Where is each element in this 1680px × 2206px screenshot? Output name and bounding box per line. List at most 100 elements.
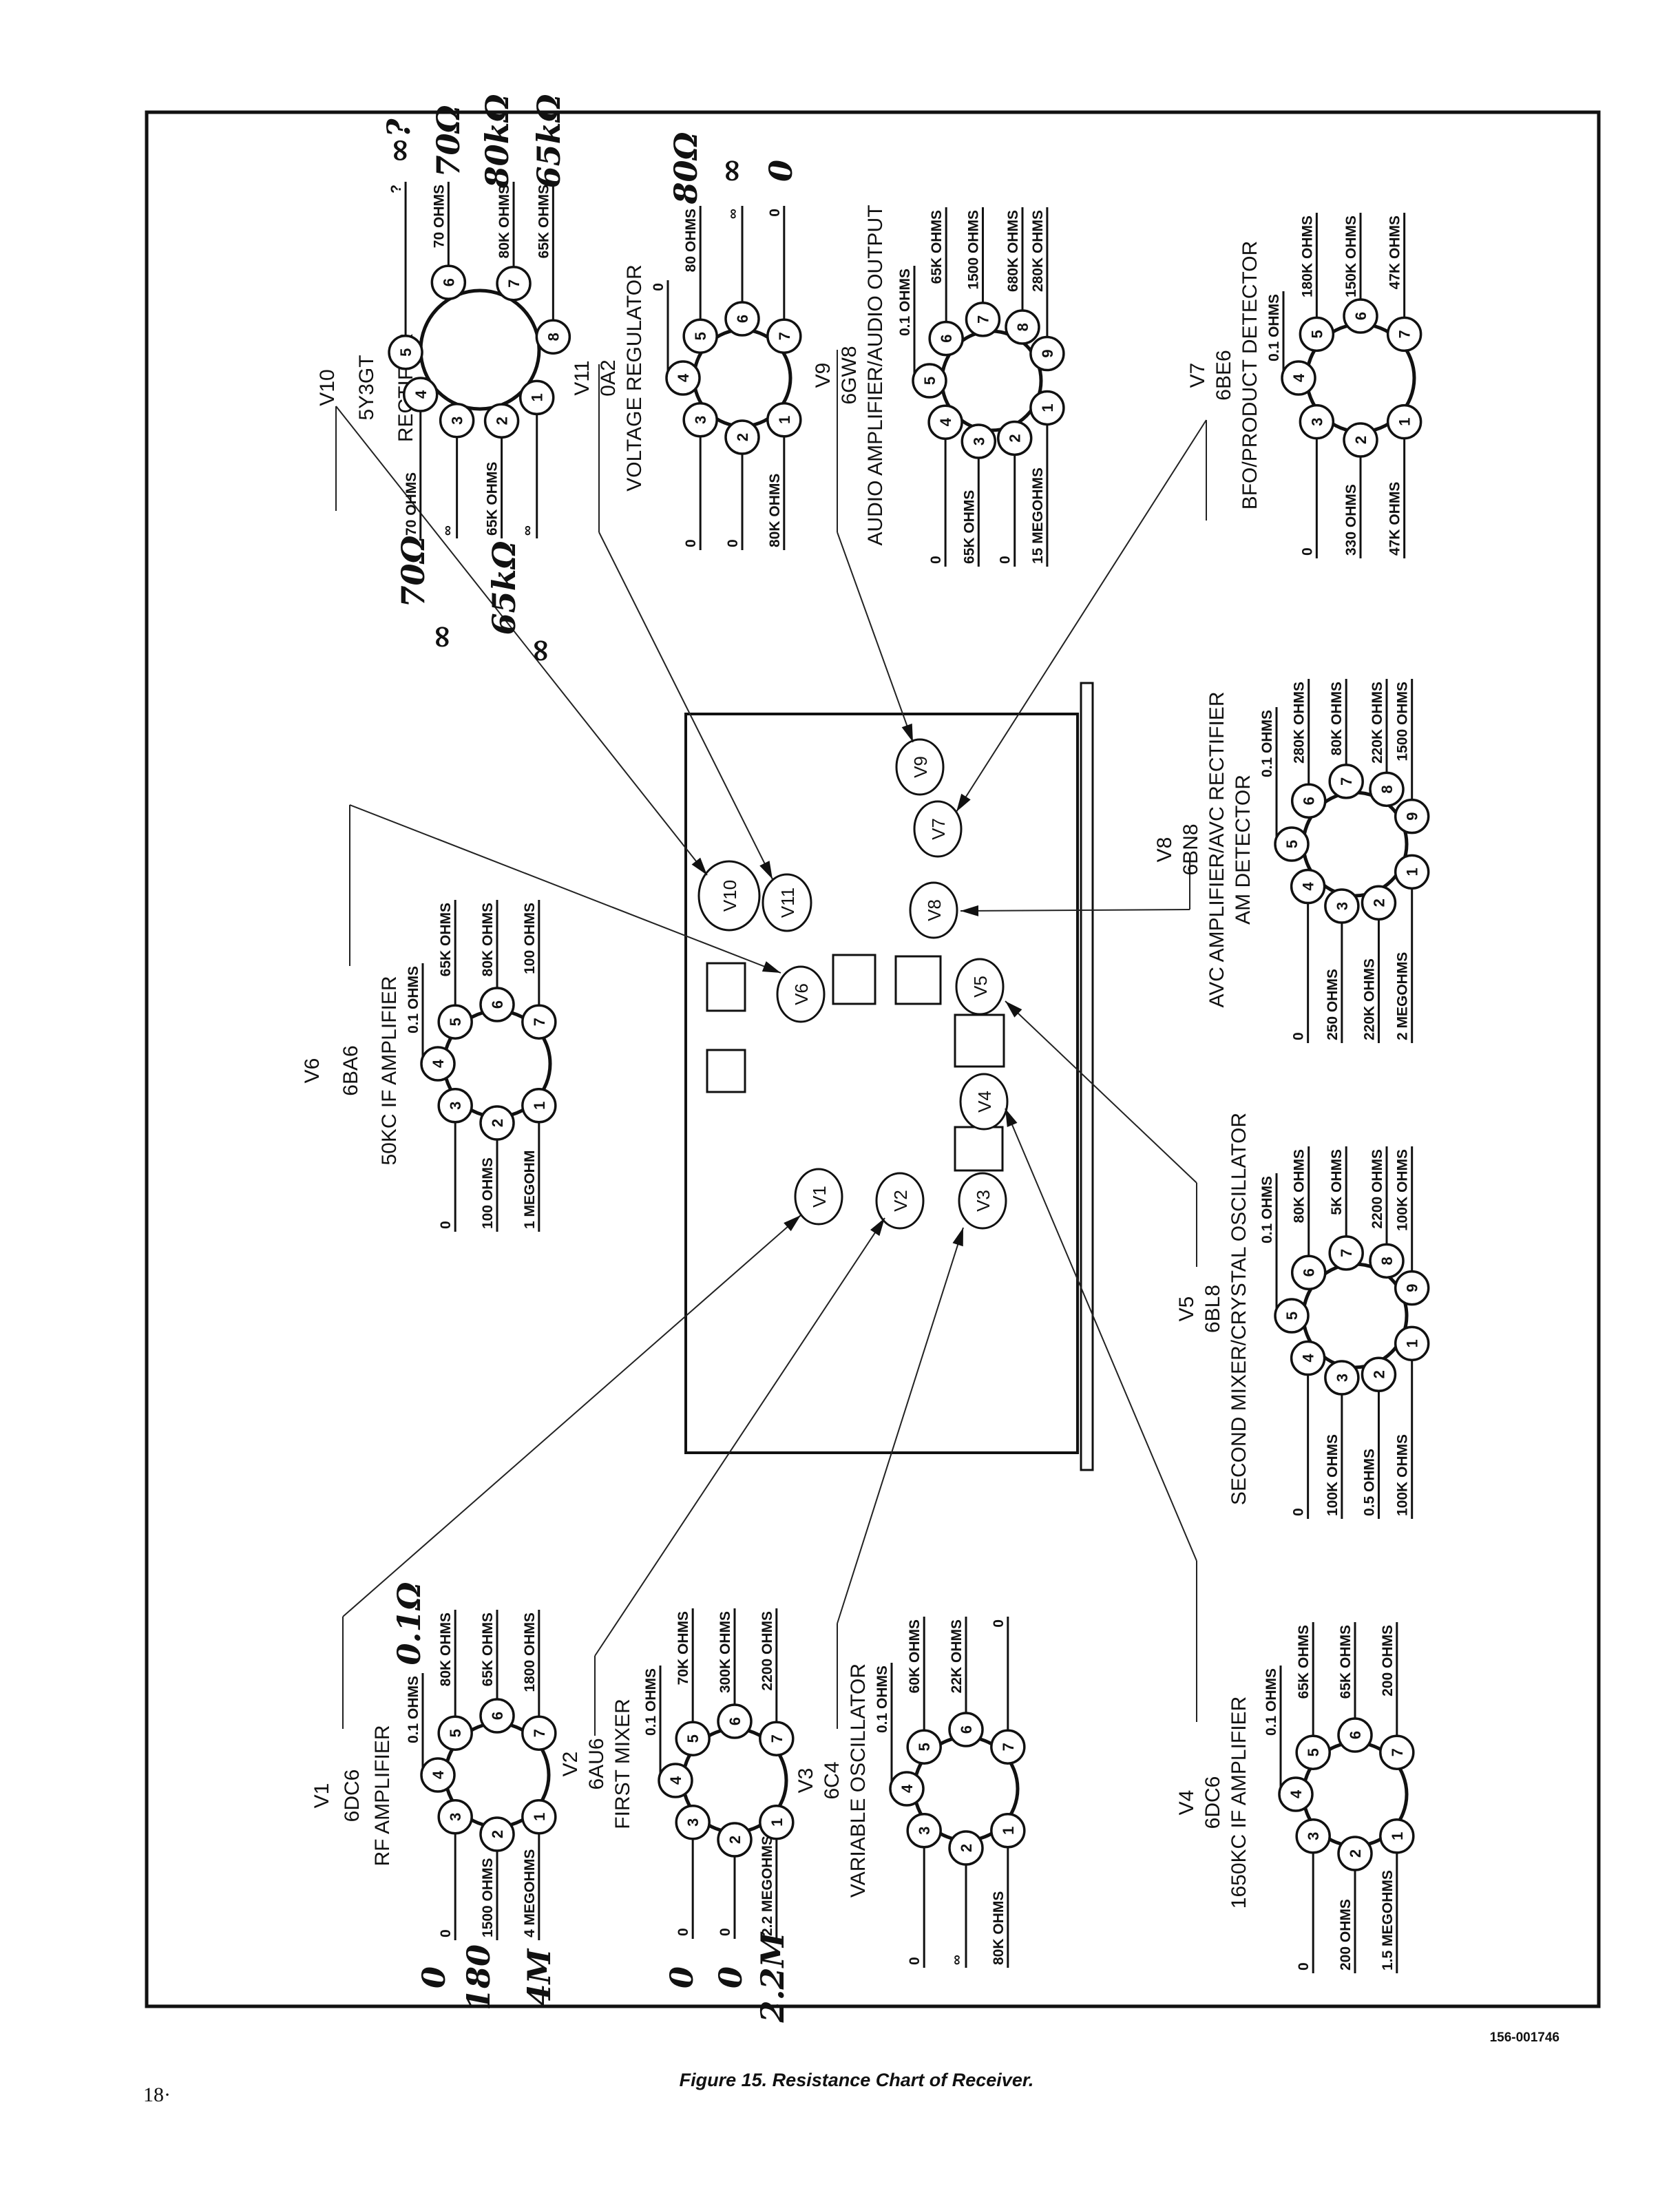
tube-type-label: 6DC6 xyxy=(341,1769,364,1822)
leader-arrow-v1 xyxy=(342,1215,801,1729)
handwritten-note: 70Ω xyxy=(430,105,467,177)
pin-2-circle xyxy=(724,419,760,455)
pin-3-resistance: 250 OHMS xyxy=(1325,969,1341,1040)
pin-2-resistance: 200 OHMS xyxy=(1338,1899,1354,1971)
drawing-number: 156-001746 xyxy=(1490,2030,1560,2045)
pin-number: 3 xyxy=(684,1818,702,1827)
pin-number: 1 xyxy=(1000,1827,1017,1835)
tube-position-circle xyxy=(895,738,945,796)
pin-number: 1 xyxy=(1389,1832,1406,1840)
pin-number: 7 xyxy=(974,315,991,324)
pin-number: 5 xyxy=(1283,840,1301,848)
pin-1-resistance: 2.2 MEGOHMS xyxy=(759,1836,775,1936)
pin-number: 2 xyxy=(958,1844,975,1852)
tube-id-label: V8 xyxy=(1153,837,1176,863)
pin-6-circle xyxy=(479,987,515,1022)
pin-number: 1 xyxy=(1039,403,1056,412)
arrowhead-icon xyxy=(952,1228,963,1247)
chassis-tube-v6: V6 xyxy=(776,965,826,1023)
pin-number: 6 xyxy=(958,1725,975,1734)
pin-number: 8 xyxy=(1014,323,1031,331)
tube-position-circle xyxy=(697,860,761,932)
pin-5-resistance: 0.1 OHMS xyxy=(1259,1176,1275,1243)
pin-6-resistance: 65K OHMS xyxy=(1338,1625,1354,1699)
arrowhead-icon xyxy=(870,1218,885,1237)
pin-number: 2 xyxy=(1352,436,1369,444)
pin-5-resistance: 0.1 OHMS xyxy=(897,269,913,336)
tube-type-label: 6BL8 xyxy=(1201,1285,1224,1333)
pin-7-circle xyxy=(1386,316,1422,353)
pin-number: 8 xyxy=(1378,1257,1396,1265)
pin-5-circle xyxy=(1295,1734,1331,1770)
pin-number: 5 xyxy=(447,1729,464,1737)
leader-line xyxy=(837,1227,964,1624)
arrowhead-icon xyxy=(784,1215,801,1232)
pin-8-resistance: 65K OHMS xyxy=(536,185,552,258)
pin-number: 6 xyxy=(938,334,955,342)
tube-position-label: V1 xyxy=(809,1186,830,1208)
pin-5-resistance: 80 OHMS xyxy=(683,209,699,272)
pin-4-resistance: 0.1 OHMS xyxy=(1263,1668,1279,1736)
pin-7-circle xyxy=(521,1715,557,1751)
pin-2-resistance: 65K OHMS xyxy=(485,462,501,536)
tube-position-label: V3 xyxy=(973,1190,994,1212)
pin-6-resistance: 150K OHMS xyxy=(1343,216,1359,297)
pin-number: 2 xyxy=(1370,899,1387,907)
pin-number: 6 xyxy=(1352,312,1369,320)
pin-8-resistance: 220K OHMS xyxy=(1369,682,1385,764)
tube-id-label: V1 xyxy=(311,1783,333,1809)
pin-1-circle xyxy=(1379,1818,1415,1854)
pin-number: 3 xyxy=(447,1102,464,1110)
pin-number: 3 xyxy=(449,417,466,425)
leader-line xyxy=(837,532,914,743)
chassis-tube-v7: V7 xyxy=(913,800,963,858)
tube-function-label: FIRST MIXER xyxy=(611,1699,634,1829)
tube-position-circle xyxy=(794,1168,843,1226)
pin-number: 1 xyxy=(1404,1339,1421,1347)
arrowhead-icon xyxy=(901,723,913,742)
arrowhead-icon xyxy=(960,905,979,916)
pin-number: 5 xyxy=(692,332,709,340)
pin-number: 9 xyxy=(1039,349,1056,357)
pin-5-resistance: 65K OHMS xyxy=(438,903,454,976)
handwritten-note: ∞? xyxy=(380,118,417,163)
pin-number: 1 xyxy=(531,1102,548,1110)
pin-number: 4 xyxy=(1290,373,1308,382)
pin-1-circle xyxy=(766,402,802,438)
tube-position-circle xyxy=(762,873,812,932)
arrowhead-icon xyxy=(1005,1109,1018,1128)
pin-5-circle xyxy=(1299,316,1335,353)
pin-6-resistance: 80K OHMS xyxy=(480,903,496,976)
chart-frame xyxy=(145,110,1601,2008)
pin-7-resistance: 100 OHMS xyxy=(522,903,538,974)
pin-4-resistance: 70 OHMS xyxy=(403,472,419,536)
component-block xyxy=(706,962,746,1012)
pin-3-circle xyxy=(1295,1818,1331,1854)
pin-2-resistance: 220K OHMS xyxy=(1361,958,1377,1040)
pin-2-circle xyxy=(1343,422,1378,458)
pin-6-circle xyxy=(928,320,964,357)
pin-4-resistance: 0 xyxy=(928,556,944,564)
pin-number: 1 xyxy=(1404,868,1421,876)
handwritten-note: 0.1Ω xyxy=(390,1582,428,1665)
pin-7-circle xyxy=(496,266,532,302)
pin-8-circle xyxy=(535,319,571,355)
pin-7-circle xyxy=(521,1004,557,1040)
pin-1-circle xyxy=(1029,390,1065,426)
tube-function-label: BFO/PRODUCT DETECTOR xyxy=(1239,241,1261,510)
handwritten-note: 4M xyxy=(521,1947,558,2006)
handwritten-note: 2.2M xyxy=(754,1931,791,2023)
leader-line xyxy=(335,406,708,876)
handwritten-note: 80Ω xyxy=(667,132,704,204)
chassis-tube-v2: V2 xyxy=(875,1172,925,1230)
arrowhead-icon xyxy=(691,857,707,875)
pin-4-resistance: 0.1 OHMS xyxy=(874,1666,890,1733)
pin-2-resistance: 0 xyxy=(998,556,1014,564)
pin-number: 3 xyxy=(1334,1374,1351,1382)
leader-line xyxy=(342,1215,801,1617)
pin-6-resistance: 70 OHMS xyxy=(431,185,447,248)
pin-lead xyxy=(890,1663,907,1790)
pin-7-resistance: 1500 OHMS xyxy=(965,210,981,290)
